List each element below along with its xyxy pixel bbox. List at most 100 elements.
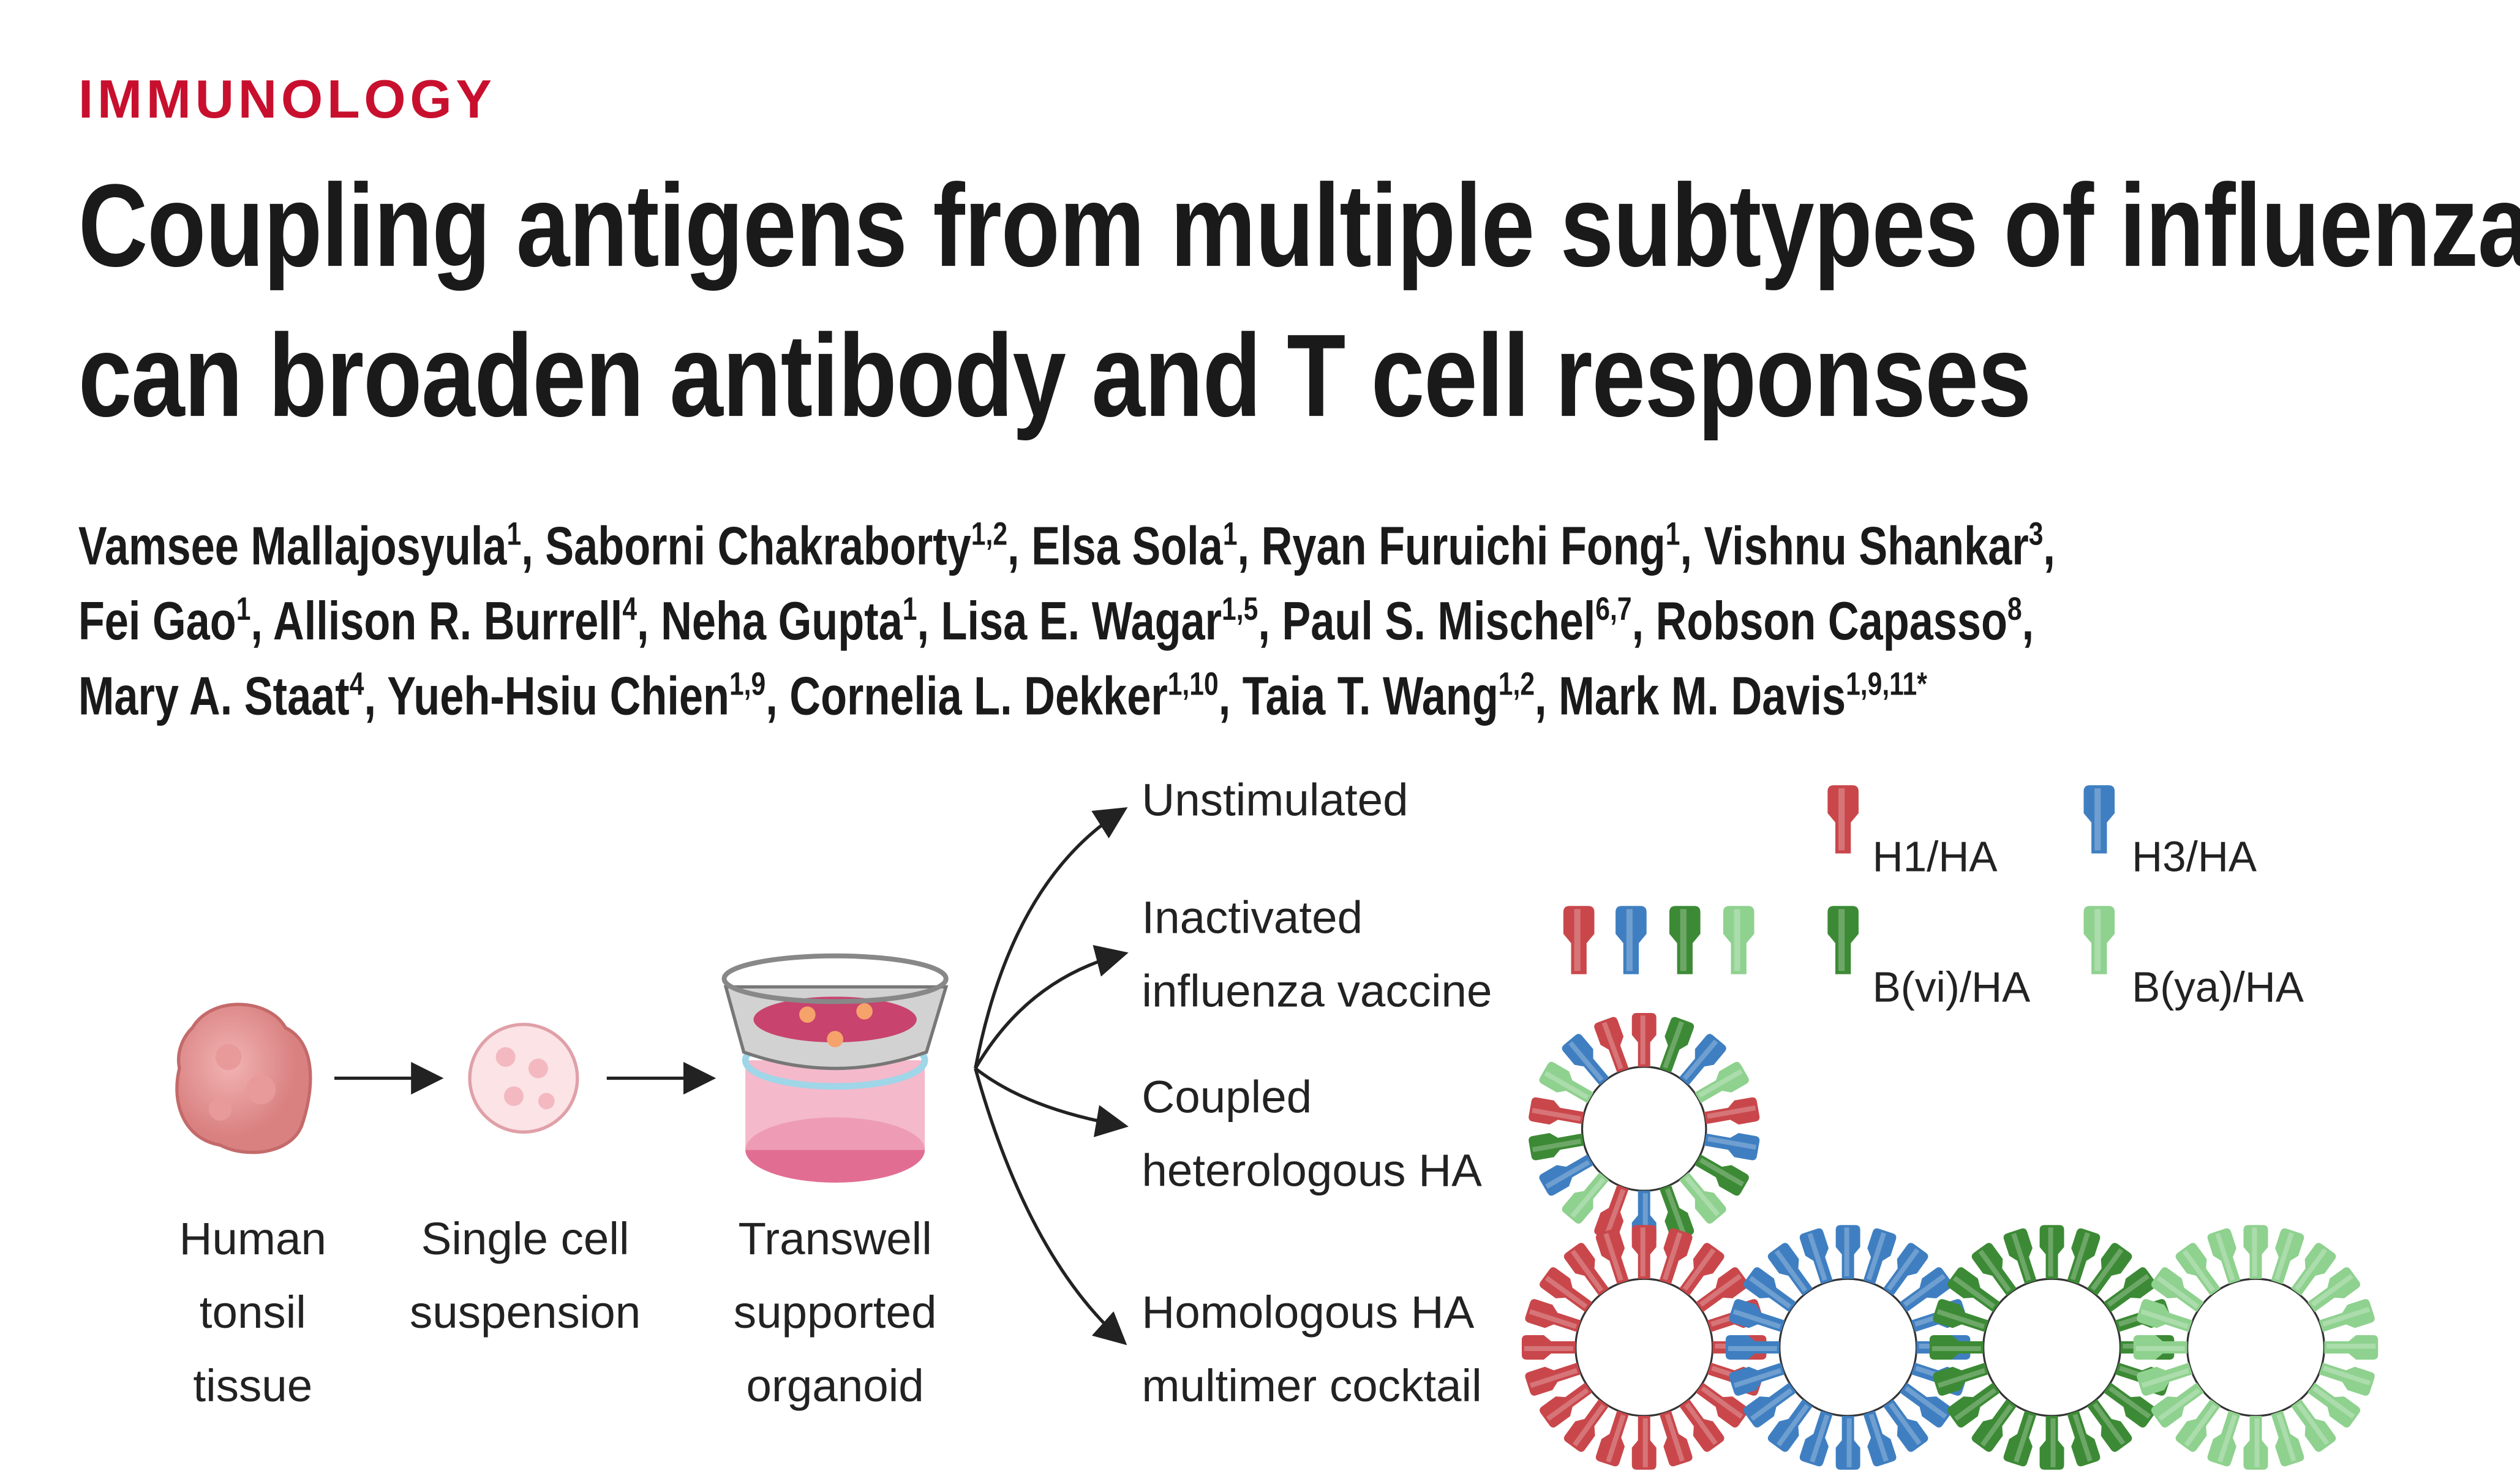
hemagglutinin-icon (1725, 1335, 1780, 1360)
legend-label: B(ya)/HA (2132, 962, 2304, 1012)
label-line: Inactivated (1142, 892, 1363, 943)
author-name: Mary A. Staat (78, 665, 350, 726)
hemagglutinin-icon (1694, 1154, 1749, 1196)
affiliation-number: 1 (506, 517, 522, 553)
affiliation-number: 1 (1665, 517, 1680, 553)
label-line: Coupled (1142, 1071, 1312, 1123)
hemagglutinin-icon (2151, 1382, 2204, 1428)
hemagglutinin-icon (1529, 1097, 1584, 1125)
hemagglutinin-icon (2087, 1243, 2132, 1296)
author-name: Ryan Furuichi Fong (1261, 515, 1666, 576)
hemagglutinin-icon (1669, 906, 1701, 974)
author-name: Neha Gupta (661, 590, 903, 651)
hemagglutinin-icon (1933, 1299, 1989, 1332)
label-line: Single cell (421, 1213, 630, 1265)
multimer-ring (1982, 1278, 2122, 1417)
hemagglutinin-icon (2067, 1228, 2101, 1284)
affiliation-number: 1,10 (1167, 667, 1219, 703)
hemagglutinin-icon (1563, 906, 1595, 974)
author-line: Mary A. Staat4, Yueh-Hsiu Chien1,9, Corn… (78, 665, 1927, 726)
hemagglutinin-icon (2243, 1225, 2268, 1279)
label-line: Homologous HA (1142, 1287, 1475, 1338)
hemagglutinin-icon (2243, 1415, 2268, 1470)
hemagglutinin-icon (1743, 1267, 1797, 1312)
condition-label: Coupled heterologous HA (1142, 1060, 1482, 1207)
hemagglutinin-icon (1595, 1410, 1629, 1467)
hemagglutinin-icon (1562, 1034, 1609, 1085)
hemagglutinin-icon (1679, 1034, 1726, 1085)
legend-label: B(vi)/HA (1872, 962, 2031, 1012)
hemagglutinin-icon (1539, 1061, 1594, 1104)
hemagglutinin-icon (1679, 1243, 1725, 1296)
arrow-vaccine (974, 944, 1129, 1069)
label-line: heterologous HA (1142, 1145, 1482, 1196)
hemagglutinin-icon (2083, 785, 2115, 854)
hemagglutinin-icon (1723, 906, 1755, 974)
author-name: Cornelia L. Dekker (789, 665, 1168, 726)
hemagglutinin-icon (2175, 1243, 2221, 1296)
hemagglutinin-icon (1863, 1228, 1897, 1284)
label-line: Transwell (738, 1213, 932, 1265)
label-line: Human (179, 1213, 327, 1265)
hemagglutinin-icon (2319, 1363, 2375, 1396)
label-line: Unstimulated (1142, 775, 1409, 826)
hemagglutinin-icon (1594, 1017, 1629, 1073)
hemagglutinin-icon (1659, 1184, 1694, 1241)
affiliation-number: 1,2 (1498, 667, 1535, 703)
hemagglutinin-icon (2087, 1399, 2132, 1452)
hemagglutinin-icon (1835, 1225, 1860, 1279)
hemagglutinin-icon (1835, 1415, 1860, 1470)
hemagglutinin-icon (1529, 1132, 1584, 1161)
hemagglutinin-icon (1696, 1382, 1749, 1428)
author-name: Yueh-Hsiu Chien (387, 665, 729, 726)
hemagglutinin-icon (1883, 1399, 1928, 1452)
label-line: tonsil (199, 1287, 306, 1338)
hemagglutinin-icon (1659, 1017, 1694, 1073)
hemagglutinin-icon (1540, 1267, 1593, 1312)
hemagglutinin-icon (1631, 1225, 1657, 1279)
hemagglutinin-icon (1799, 1228, 1833, 1284)
author-name: Fei Gao (78, 590, 236, 651)
affiliation-number: 8 (2007, 592, 2022, 628)
affiliation-number: 1 (236, 592, 251, 628)
hemagglutinin-icon (1631, 1415, 1657, 1470)
hemagglutinin-icon (1521, 1335, 1576, 1360)
hemagglutinin-icon (2307, 1382, 2361, 1428)
affiliation-number: 6,7 (1595, 592, 1632, 628)
hemagglutinin-icon (1971, 1243, 2017, 1296)
hemagglutinin-icon (1929, 1335, 1984, 1360)
affiliation-number: 3 (2028, 517, 2044, 553)
affiliation-number: 4 (622, 592, 638, 628)
hemagglutinin-icon (1729, 1299, 1785, 1332)
hemagglutinin-icon (2083, 906, 2115, 974)
hemagglutinin-icon (1563, 1243, 1609, 1296)
hemagglutinin-icon (2324, 1335, 2379, 1360)
hemagglutinin-icon (1971, 1399, 2017, 1452)
hemagglutinin-icon (2039, 1225, 2064, 1279)
section-label: IMMUNOLOGY (78, 68, 496, 129)
author-name: Lisa E. Wagar (941, 590, 1222, 651)
title-line-1: Coupling antigens from multiple subtypes… (78, 161, 2520, 292)
hemagglutinin-icon (1827, 785, 1859, 854)
hemagglutinin-icon (1799, 1410, 1833, 1467)
author-name: Taia T. Wang (1242, 665, 1499, 726)
hemagglutinin-icon (1863, 1410, 1897, 1467)
label-line: multimer cocktail (1142, 1360, 1482, 1411)
hemagglutinin-icon (1743, 1382, 1797, 1428)
affiliation-number: 1 (902, 592, 917, 628)
affiliation-number: 1,2 (971, 517, 1008, 553)
hemagglutinin-icon (1883, 1243, 1928, 1296)
hemagglutinin-icon (2137, 1363, 2193, 1396)
title-line-2: can broaden antibody and T cell response… (78, 311, 2031, 442)
hemagglutinin-icon (1595, 1228, 1629, 1284)
affiliation-number: 1,9,11* (1846, 667, 1927, 703)
hemagglutinin-icon (2175, 1399, 2221, 1452)
hemagglutinin-icon (2291, 1399, 2336, 1452)
hemagglutinin-icon (1704, 1132, 1760, 1161)
transwell-organoid-icon (721, 953, 949, 1183)
hemagglutinin-icon (1767, 1399, 1813, 1452)
